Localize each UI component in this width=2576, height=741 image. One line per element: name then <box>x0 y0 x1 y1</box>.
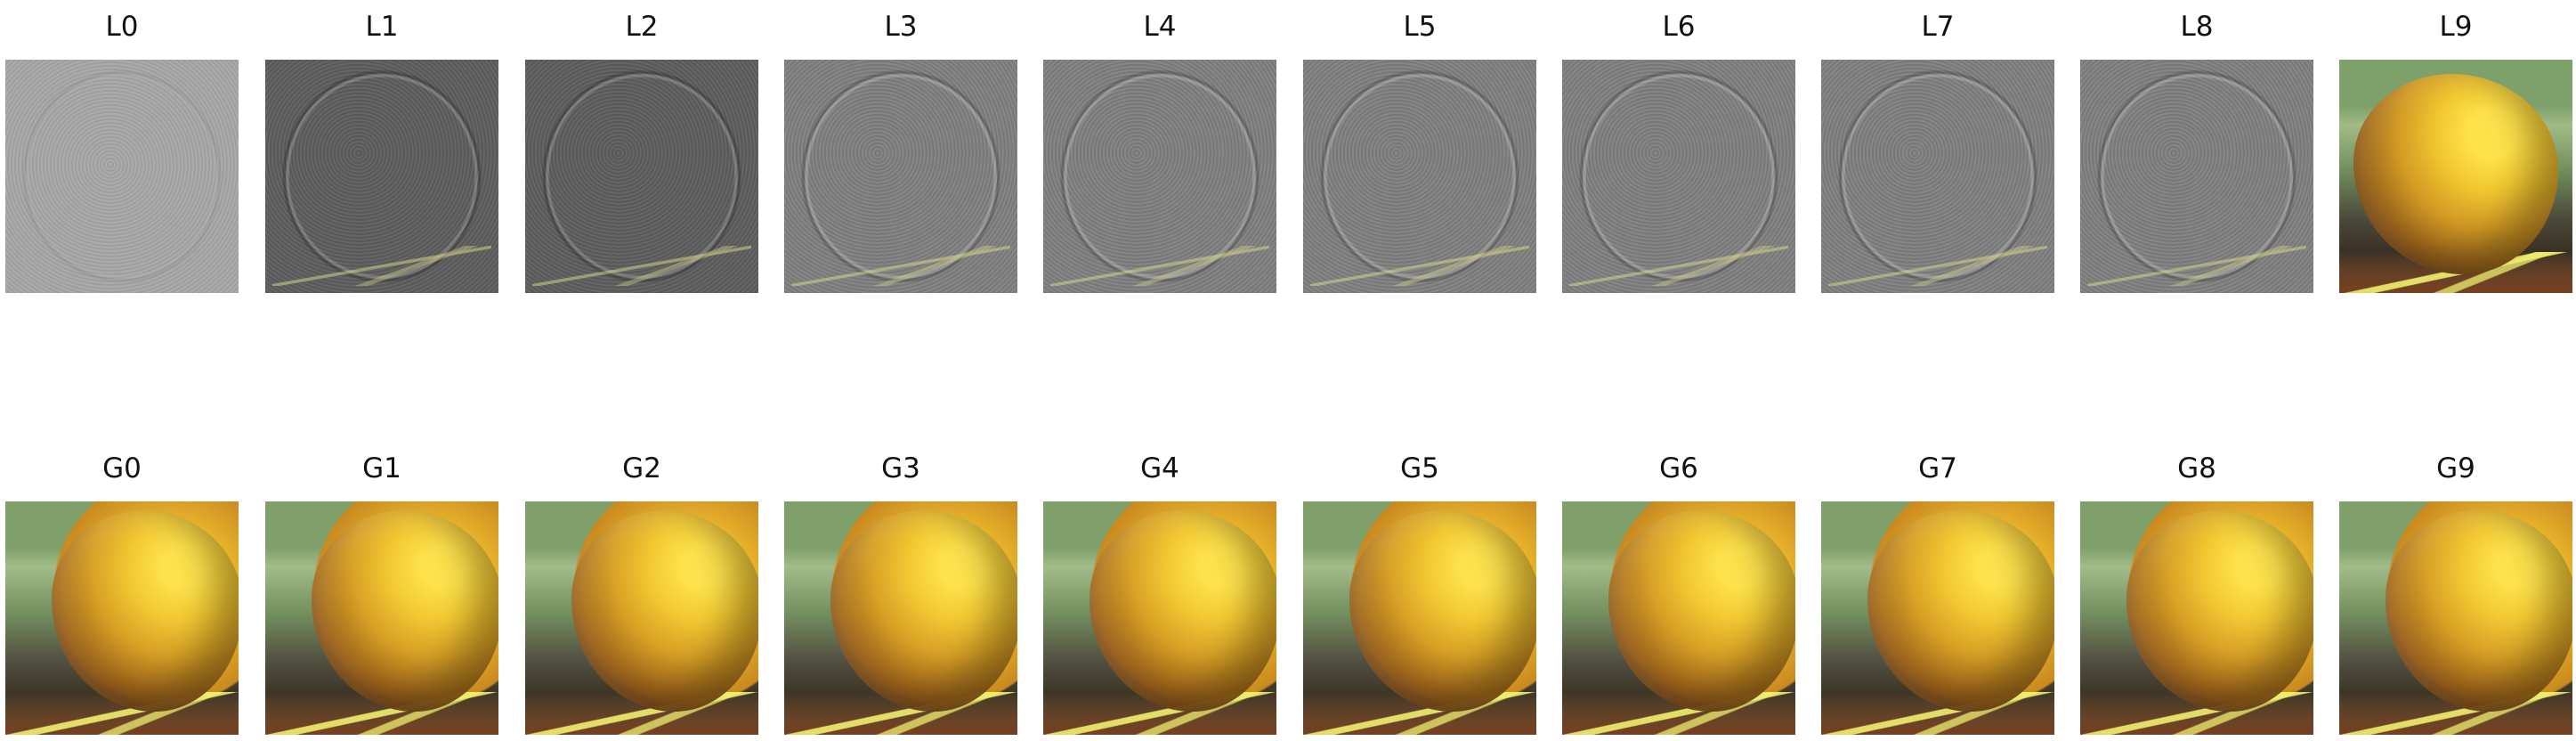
panel-title-l8: L8 <box>2180 11 2214 43</box>
panel-title-g4: G4 <box>1140 452 1179 484</box>
panel-title-l3: L3 <box>884 11 918 43</box>
panel-title-g3: G3 <box>881 452 920 484</box>
panel-title-l0: L0 <box>105 11 139 43</box>
image-l8 <box>2080 60 2313 293</box>
panel-title-g6: G6 <box>1659 452 1698 484</box>
image-g9 <box>2339 501 2572 735</box>
panel-title-l5: L5 <box>1403 11 1437 43</box>
panel-title-g8: G8 <box>2177 452 2216 484</box>
image-l6 <box>1562 60 1795 293</box>
image-l1 <box>265 60 498 293</box>
panel-title-g1: G1 <box>362 452 401 484</box>
image-l2 <box>525 60 758 293</box>
image-l0 <box>5 60 239 293</box>
image-g7 <box>1821 501 2054 735</box>
image-g8 <box>2080 501 2313 735</box>
image-g5 <box>1303 501 1536 735</box>
panel-title-l2: L2 <box>625 11 659 43</box>
panel-title-g5: G5 <box>1400 452 1439 484</box>
image-l5 <box>1303 60 1536 293</box>
image-g3 <box>784 501 1017 735</box>
panel-title-g2: G2 <box>622 452 661 484</box>
image-g1 <box>265 501 498 735</box>
panel-title-g9: G9 <box>2436 452 2475 484</box>
panel-title-l7: L7 <box>1921 11 1955 43</box>
panel-title-l9: L9 <box>2439 11 2473 43</box>
panel-title-g0: G0 <box>102 452 142 484</box>
image-l9 <box>2339 60 2572 293</box>
image-g0 <box>5 501 239 735</box>
panel-title-l6: L6 <box>1662 11 1696 43</box>
panel-title-l1: L1 <box>365 11 399 43</box>
image-g4 <box>1043 501 1276 735</box>
panel-title-l4: L4 <box>1143 11 1177 43</box>
image-l3 <box>784 60 1017 293</box>
image-g2 <box>525 501 758 735</box>
panel-title-g7: G7 <box>1918 452 1957 484</box>
image-l4 <box>1043 60 1276 293</box>
image-g6 <box>1562 501 1795 735</box>
image-l7 <box>1821 60 2054 293</box>
